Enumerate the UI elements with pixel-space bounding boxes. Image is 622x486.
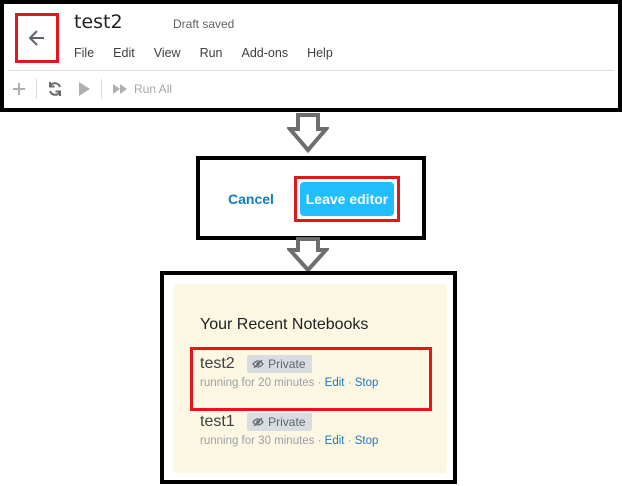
draft-status: Draft saved <box>173 17 235 31</box>
down-arrow-icon <box>287 237 329 273</box>
back-button[interactable] <box>15 13 59 63</box>
play-icon[interactable] <box>77 81 91 97</box>
leave-dialog-panel: Cancel Leave editor <box>196 156 426 240</box>
plus-icon[interactable] <box>12 82 26 96</box>
visibility-label: Private <box>268 415 306 429</box>
editor-header-panel: test2 Draft saved File Edit View Run Add… <box>0 0 622 112</box>
eye-icon <box>252 359 264 369</box>
cancel-button[interactable]: Cancel <box>228 191 274 207</box>
menu-add-ons[interactable]: Add-ons <box>241 46 289 60</box>
menu-bar: File Edit View Run Add-ons Help <box>74 46 352 60</box>
notebook-name[interactable]: test2 <box>200 355 235 372</box>
stop-link[interactable]: Stop <box>354 377 379 390</box>
notebook-title[interactable]: test2 <box>74 11 123 33</box>
menu-view[interactable]: View <box>153 46 181 60</box>
arrow-left-icon <box>28 30 44 46</box>
notebook-item: test1 Private running for 30 minutes · E… <box>200 413 378 447</box>
edit-link[interactable]: Edit <box>324 435 345 448</box>
run-all-button[interactable]: Run All <box>134 82 173 96</box>
running-status: running for 30 minutes <box>200 435 315 448</box>
visibility-badge: Private <box>247 413 312 431</box>
refresh-icon[interactable] <box>47 81 63 97</box>
toolbar-separator <box>36 79 37 99</box>
stop-link[interactable]: Stop <box>354 435 379 448</box>
notebook-highlight <box>190 347 432 411</box>
leave-editor-button[interactable]: Leave editor <box>300 182 394 216</box>
toolbar: Run All <box>12 78 172 100</box>
notebook-item: test2 Private running for 20 minutes · E… <box>200 355 378 389</box>
eye-icon <box>252 417 264 427</box>
toolbar-divider <box>8 70 614 71</box>
running-status: running for 20 minutes <box>200 377 315 390</box>
recent-notebooks-panel: Your Recent Notebooks test2 Private runn… <box>160 271 457 484</box>
notebook-meta: running for 20 minutes · Edit · Stop <box>200 377 379 390</box>
recent-notebooks-card: Your Recent Notebooks test2 Private runn… <box>173 284 447 473</box>
leave-highlight: Leave editor <box>294 176 400 222</box>
menu-edit[interactable]: Edit <box>113 46 135 60</box>
menu-file[interactable]: File <box>74 46 95 60</box>
menu-run[interactable]: Run <box>199 46 223 60</box>
notebook-meta: running for 30 minutes · Edit · Stop <box>200 435 379 448</box>
toolbar-separator <box>101 79 102 99</box>
edit-link[interactable]: Edit <box>324 377 345 390</box>
visibility-badge: Private <box>247 355 312 373</box>
recent-notebooks-title: Your Recent Notebooks <box>200 316 369 333</box>
down-arrow-icon <box>287 113 329 154</box>
fast-forward-icon[interactable] <box>112 83 128 95</box>
menu-help[interactable]: Help <box>307 46 333 60</box>
notebook-name[interactable]: test1 <box>200 413 235 430</box>
visibility-label: Private <box>268 357 306 371</box>
